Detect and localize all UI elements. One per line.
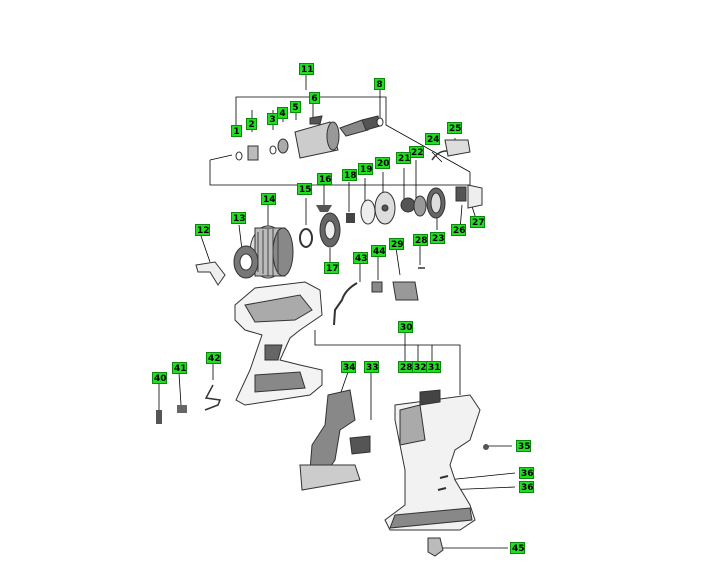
- motor-armature: [249, 225, 294, 279]
- callout-26[interactable]: 26: [451, 224, 466, 236]
- callout-3[interactable]: 3: [267, 113, 278, 125]
- gear-set-21: [400, 195, 427, 217]
- screw-35: [483, 444, 489, 450]
- part-29: [392, 281, 419, 301]
- callout-28-lower[interactable]: 28: [398, 361, 413, 373]
- callout-5[interactable]: 5: [290, 101, 301, 113]
- ring-15: [299, 228, 313, 248]
- callout-20[interactable]: 20: [375, 157, 390, 169]
- callout-31[interactable]: 31: [426, 361, 441, 373]
- housing-left-half: [234, 281, 323, 406]
- callout-11[interactable]: 11: [299, 63, 314, 75]
- callout-13[interactable]: 13: [231, 212, 246, 224]
- callout-17[interactable]: 17: [324, 262, 339, 274]
- callout-21[interactable]: 21: [396, 152, 411, 164]
- callout-43[interactable]: 43: [353, 252, 368, 264]
- housing-right-half: [384, 389, 481, 531]
- callout-12[interactable]: 12: [195, 224, 210, 236]
- callout-27[interactable]: 27: [470, 216, 485, 228]
- gear-17: [319, 212, 341, 248]
- callout-25[interactable]: 25: [447, 122, 462, 134]
- callout-35[interactable]: 35: [516, 440, 531, 452]
- callout-41[interactable]: 41: [172, 362, 187, 374]
- leaders-bottom: [359, 245, 421, 282]
- callout-6[interactable]: 6: [309, 92, 320, 104]
- callout-44[interactable]: 44: [371, 245, 386, 257]
- part-18: [346, 213, 355, 223]
- callout-28-upper[interactable]: 28: [413, 234, 428, 246]
- callout-42[interactable]: 42: [206, 352, 221, 364]
- planet-carrier: [360, 191, 396, 225]
- callout-15[interactable]: 15: [297, 183, 312, 195]
- callout-8[interactable]: 8: [374, 78, 385, 90]
- callout-16[interactable]: 16: [317, 173, 332, 185]
- leaders-right: [437, 445, 516, 549]
- screws-36: [437, 475, 449, 491]
- ring-gear-23: [426, 187, 446, 219]
- callout-1[interactable]: 1: [231, 125, 242, 137]
- callout-36-upper[interactable]: 36: [519, 467, 534, 479]
- part-40: [156, 410, 162, 424]
- wire-42: [204, 384, 222, 411]
- callout-29[interactable]: 29: [389, 238, 404, 250]
- part-12: [195, 261, 226, 286]
- callout-45[interactable]: 45: [510, 542, 525, 554]
- gearbox-outline: [209, 110, 471, 186]
- callout-18[interactable]: 18: [342, 169, 357, 181]
- wire-43: [333, 282, 358, 326]
- callout-24[interactable]: 24: [425, 133, 440, 145]
- part-25: [444, 139, 471, 157]
- part-16: [316, 205, 332, 212]
- callout-33[interactable]: 33: [364, 361, 379, 373]
- callout-19[interactable]: 19: [358, 163, 373, 175]
- callout-30[interactable]: 30: [398, 321, 413, 333]
- electronics-module: [299, 389, 371, 491]
- callout-34[interactable]: 34: [341, 361, 356, 373]
- gearbox-group-11: [235, 115, 384, 161]
- callout-36-lower[interactable]: 36: [519, 481, 534, 493]
- callout-4[interactable]: 4: [277, 107, 288, 119]
- part-41: [177, 405, 187, 413]
- part-26-27: [455, 184, 483, 209]
- callout-2[interactable]: 2: [246, 118, 257, 130]
- callout-32[interactable]: 32: [412, 361, 427, 373]
- part-45: [427, 537, 444, 557]
- group-30-bracket: [314, 330, 461, 395]
- callout-23[interactable]: 23: [430, 232, 445, 244]
- part-44: [371, 281, 383, 293]
- leaders-grip: [158, 363, 372, 420]
- callout-40[interactable]: 40: [152, 372, 167, 384]
- callout-14[interactable]: 14: [261, 193, 276, 205]
- magnet-ring: [233, 245, 259, 279]
- callout-22[interactable]: 22: [409, 146, 424, 158]
